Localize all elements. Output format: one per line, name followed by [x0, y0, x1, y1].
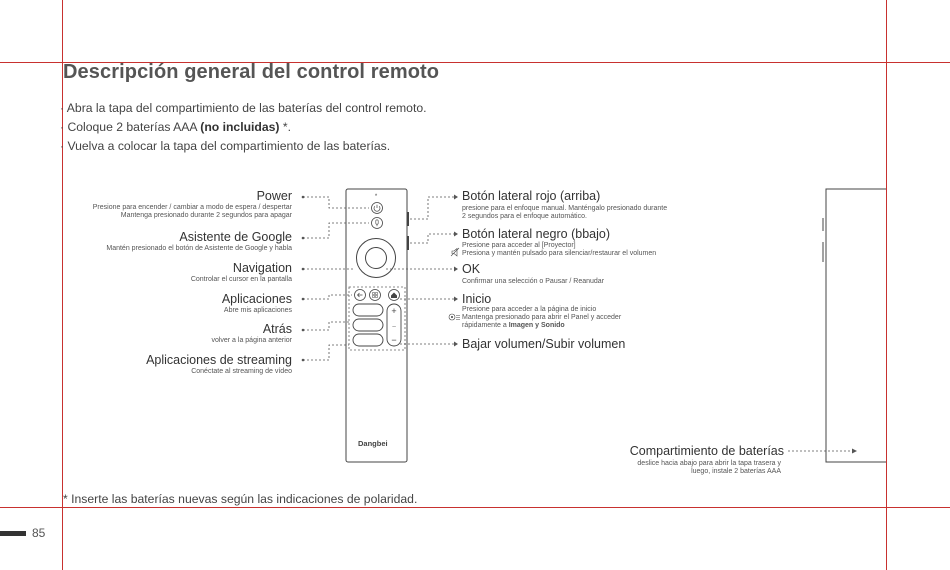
black-side-button-desc-2: Presiona y mantén pulsado para silenciar…	[462, 250, 657, 257]
power-label: Power	[256, 189, 292, 203]
right-arrowheads	[454, 194, 857, 454]
step-2: · Coloque 2 baterías AAA (no incluidas) …	[60, 120, 291, 134]
crop-mark-top	[0, 62, 950, 63]
right-connectors	[386, 196, 852, 452]
crop-mark-right	[886, 0, 887, 570]
google-assistant-icon	[371, 217, 383, 229]
remote-side-view	[822, 188, 886, 463]
google-assistant-label: Asistente de Google	[179, 230, 292, 244]
black-side-button-label: Botón lateral negro (bbajo)	[462, 227, 611, 241]
home-icon	[388, 289, 400, 301]
step-3: · Vuelva a colocar la tapa del compartim…	[60, 139, 391, 153]
red-side-button-desc-2: 2 segundos para el enfoque automático.	[462, 213, 587, 220]
footnote: * Inserte las baterías nuevas según las …	[63, 492, 418, 506]
page-number: 85	[32, 526, 46, 540]
black-side-button-desc-1: Presione para acceder al [Proyector]	[462, 242, 576, 249]
side-button-red	[407, 212, 409, 226]
power-desc-2: Mantenga presionado durante 2 segundos p…	[120, 212, 292, 219]
left-connectors	[303, 196, 369, 361]
remote-brand-logo: Dangbei	[358, 439, 388, 448]
power-icon	[371, 202, 383, 214]
navigation-ring-icon	[356, 238, 396, 278]
home-label: Inicio	[462, 292, 492, 306]
ok-desc: Confirmar una selección o Pausar / Reanu…	[462, 278, 605, 285]
mute-icon	[450, 247, 460, 257]
navigation-label: Navigation	[232, 261, 292, 275]
streaming-button-2	[352, 318, 384, 332]
red-side-button-label: Botón lateral rojo (arriba)	[462, 189, 601, 203]
streaming-button-1	[352, 303, 384, 317]
panel-icon	[448, 313, 460, 321]
apps-label: Aplicaciones	[221, 292, 292, 306]
back-icon	[354, 289, 366, 301]
crop-mark-left	[62, 0, 63, 570]
back-desc: volver a la página anterior	[211, 337, 292, 344]
page-number-bar	[0, 531, 26, 536]
home-desc-3: rápidamente a Imagen y Sonido	[462, 322, 565, 329]
streaming-button-3	[352, 333, 384, 347]
home-desc-2: Mantenga presionado para abrir el Panel …	[462, 314, 622, 321]
volume-plus-icon: +	[391, 306, 396, 316]
ok-label: OK	[462, 262, 481, 276]
navigation-desc: Controlar el cursor en la pantalla	[190, 276, 292, 283]
page-title: Descripción general del control remoto	[63, 61, 440, 83]
volume-minus-icon: −	[391, 335, 396, 345]
google-assistant-desc: Mantén presionado el botón de Asistente …	[106, 245, 292, 252]
back-label: Atrás	[262, 322, 292, 336]
left-arrowheads	[301, 195, 305, 362]
side-button-black	[407, 236, 409, 250]
battery-label: Compartimiento de baterías	[629, 444, 784, 458]
volume-indicator: ~	[392, 324, 396, 331]
streaming-apps-label: Aplicaciones de streaming	[146, 353, 292, 367]
crop-mark-bottom	[0, 507, 950, 508]
battery-desc-1: deslice hacia abajo para abrir la tapa t…	[637, 460, 781, 467]
led-indicator: *	[375, 194, 378, 200]
streaming-apps-desc: Conéctate al streaming de vídeo	[191, 368, 292, 375]
apps-icon	[369, 289, 381, 301]
home-desc-1: Presione para acceder a la página de ini…	[462, 306, 597, 313]
step-1: · Abra la tapa del compartimiento de las…	[60, 101, 427, 115]
red-side-button-desc-1: presione para el enfoque manual. Manténg…	[462, 205, 668, 212]
power-desc-1: Presione para encender / cambiar a modo …	[92, 204, 292, 211]
apps-desc: Abre mis aplicaciones	[223, 307, 292, 314]
remote-body	[345, 188, 408, 463]
volume-label: Bajar volumen/Subir volumen	[462, 337, 626, 351]
battery-desc-2: luego, instale 2 baterías AAA	[691, 468, 781, 475]
dashed-group-box	[348, 286, 406, 351]
volume-rocker	[386, 303, 402, 347]
